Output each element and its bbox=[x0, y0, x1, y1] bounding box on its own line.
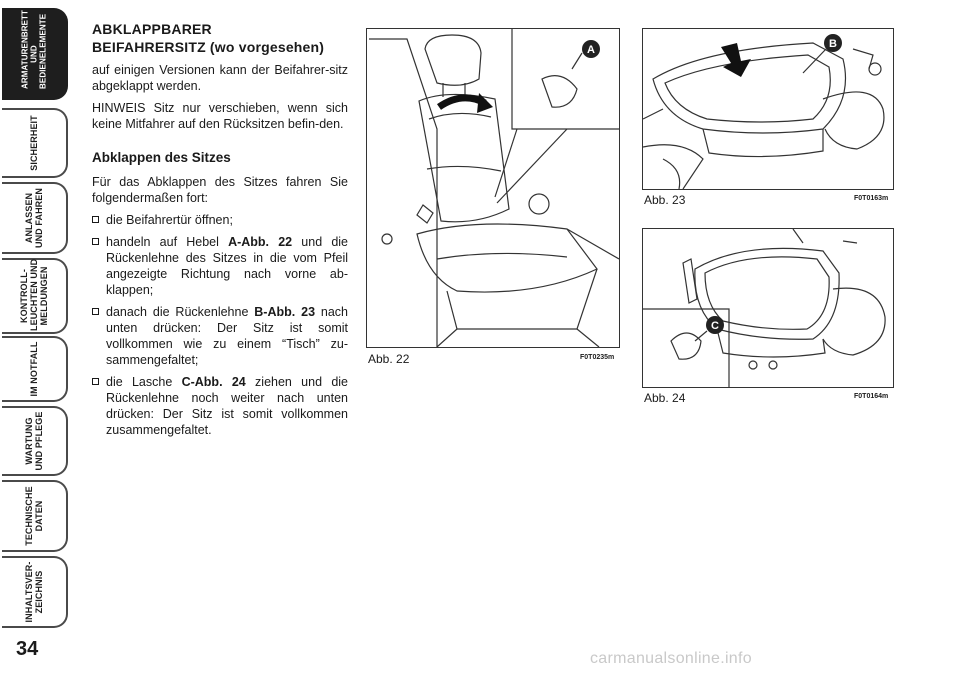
figure-22-code: F0T0235m bbox=[580, 354, 615, 361]
marker-a: A bbox=[587, 44, 595, 56]
step-4: die Lasche C-Abb. 24 ziehen und die Rück… bbox=[92, 374, 348, 438]
text-column: ABKLAPPBARER BEIFAHRERSITZ (wo vorgesehe… bbox=[92, 20, 348, 444]
marker-b: B bbox=[829, 38, 837, 50]
seat-illustration: A bbox=[369, 29, 619, 347]
tab-label: ANLASSEN UND FAHREN bbox=[24, 188, 44, 249]
figure-24-code: F0T0164m bbox=[854, 393, 889, 400]
figure-23-code: F0T0163m bbox=[854, 195, 889, 202]
tab-anlassen[interactable]: ANLASSEN UND FAHREN bbox=[2, 182, 68, 254]
figure-24-caption: Abb. 24 bbox=[644, 391, 686, 405]
step-2: handeln auf Hebel A-Abb. 22 und die Rück… bbox=[92, 234, 348, 298]
tab-label: SICHERHEIT bbox=[29, 115, 39, 171]
figure-22-caption: Abb. 22 bbox=[368, 352, 410, 366]
figure-24: C bbox=[642, 228, 894, 388]
fully-folded-seat-illustration: C bbox=[643, 229, 886, 387]
step-1: die Beifahrertür öffnen; bbox=[92, 212, 348, 228]
checkbox-bullet-icon bbox=[92, 216, 99, 223]
step-text: die Beifahrertür öffnen; bbox=[106, 213, 233, 227]
folded-seat-illustration: B bbox=[643, 34, 885, 189]
tab-technische-daten[interactable]: TECHNISCHE DATEN bbox=[2, 480, 68, 552]
step-text: die Lasche bbox=[106, 375, 182, 389]
tab-label: KONTROLL- LEUCHTEN UND MELDUNGEN bbox=[19, 258, 49, 331]
marker-c: C bbox=[711, 320, 719, 332]
step-text: danach die Rückenlehne bbox=[106, 305, 255, 319]
note-paragraph: HINWEIS Sitz nur verschieben, wenn sich … bbox=[92, 101, 348, 131]
checkbox-bullet-icon bbox=[92, 308, 99, 315]
page-number: 34 bbox=[16, 638, 39, 660]
tab-inhaltsverzeichnis[interactable]: INHALTSVER- ZEICHNIS bbox=[2, 556, 68, 628]
tab-kontrollleuchten[interactable]: KONTROLL- LEUCHTEN UND MELDUNGEN bbox=[2, 258, 68, 334]
step-3: danach die Rückenlehne B-Abb. 23 nach un… bbox=[92, 304, 348, 368]
figure-23-caption: Abb. 23 bbox=[644, 193, 686, 207]
tab-label: ARMATURENBRETT UND BEDIENELEMENTE bbox=[20, 9, 48, 89]
step-text: nach unten drücken: Der Sitz ist somit v… bbox=[106, 305, 348, 367]
section-title: ABKLAPPBARER BEIFAHRERSITZ (wo vorgesehe… bbox=[92, 20, 348, 56]
title-line-2: BEIFAHRERSITZ (wo vorgesehen) bbox=[92, 39, 325, 55]
watermark: carmanualsonline.info bbox=[590, 650, 752, 667]
checkbox-bullet-icon bbox=[92, 378, 99, 385]
tab-label: WARTUNG UND PFLEGE bbox=[24, 411, 44, 471]
tab-im-notfall[interactable]: IM NOTFALL bbox=[2, 336, 68, 402]
figure-reference[interactable]: C-Abb. 24 bbox=[181, 375, 246, 389]
step-text: und die Rückenlehne des Sitzes in die vo… bbox=[106, 235, 348, 297]
tab-armaturenbrett[interactable]: ARMATURENBRETT UND BEDIENELEMENTE bbox=[2, 8, 68, 100]
tab-label: TECHNISCHE DATEN bbox=[24, 486, 44, 546]
tab-wartung[interactable]: WARTUNG UND PFLEGE bbox=[2, 406, 68, 476]
checkbox-bullet-icon bbox=[92, 238, 99, 245]
step-text: handeln auf Hebel bbox=[106, 235, 229, 249]
tab-label: IM NOTFALL bbox=[29, 341, 39, 397]
tab-sicherheit[interactable]: SICHERHEIT bbox=[2, 108, 68, 178]
subheading: Abklappen des Sitzes bbox=[92, 150, 231, 165]
figure-reference[interactable]: B-Abb. 23 bbox=[254, 305, 316, 319]
title-line-1: ABKLAPPBARER bbox=[92, 21, 212, 37]
step-text: ziehen und die Rückenlehne noch weiter n… bbox=[106, 375, 349, 437]
procedure-intro: Für das Abklappen des Sitzes fahren Sie … bbox=[92, 175, 348, 205]
tab-label: INHALTSVER- ZEICHNIS bbox=[24, 561, 44, 623]
figure-23: B bbox=[642, 28, 894, 190]
figure-22: A bbox=[366, 28, 620, 348]
intro-paragraph: auf einigen Versionen kann der Beifahrer… bbox=[92, 63, 348, 93]
figure-reference[interactable]: A-Abb. 22 bbox=[228, 235, 293, 249]
